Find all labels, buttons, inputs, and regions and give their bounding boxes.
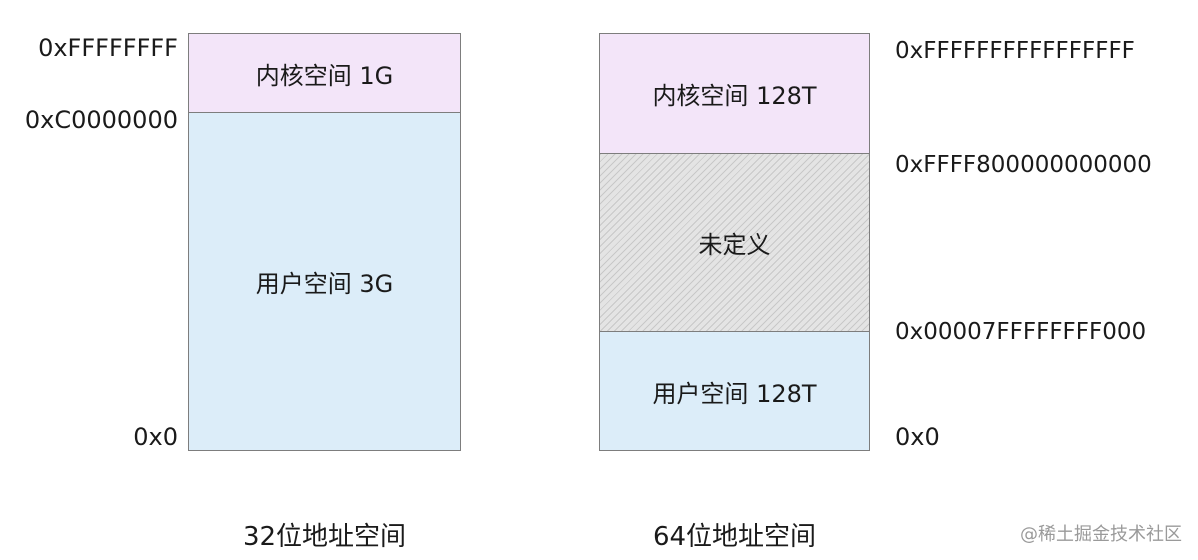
undefined-space-64: 未定义 <box>600 154 869 332</box>
kernel-space-64-label: 内核空间 128T <box>652 82 817 110</box>
address-space-64: 内核空间 128T 未定义 用户空间 128T <box>599 33 870 451</box>
kernel-space-32: 内核空间 1G <box>189 34 460 113</box>
undefined-space-64-label: 未定义 <box>698 231 771 259</box>
addr-32-kernel-boundary: 0xC0000000 <box>24 106 178 134</box>
kernel-space-32-label: 内核空间 1G <box>255 61 394 90</box>
caption-32: 32位地址空间 <box>242 522 407 552</box>
addr-64-top: 0xFFFFFFFFFFFFFFFF <box>895 38 1135 64</box>
user-space-32-label: 用户空间 3G <box>255 270 394 298</box>
caption-64: 64位地址空间 <box>652 522 817 552</box>
addr-64-user-end: 0x00007FFFFFFFF000 <box>895 319 1147 345</box>
addr-32-bottom: 0x0 <box>133 423 178 451</box>
user-space-64-label: 用户空间 128T <box>652 379 817 408</box>
user-space-32: 用户空间 3G <box>189 113 460 450</box>
addr-32-top: 0xFFFFFFFF <box>38 34 178 62</box>
user-space-64: 用户空间 128T <box>600 332 869 450</box>
addr-64-bottom: 0x0 <box>895 423 940 451</box>
watermark: @稀土掘金技术社区 <box>1020 524 1182 545</box>
addr-64-kernel-start: 0xFFFF800000000000 <box>895 152 1152 178</box>
address-space-32: 内核空间 1G 用户空间 3G <box>188 33 461 451</box>
kernel-space-64: 内核空间 128T <box>600 34 869 154</box>
